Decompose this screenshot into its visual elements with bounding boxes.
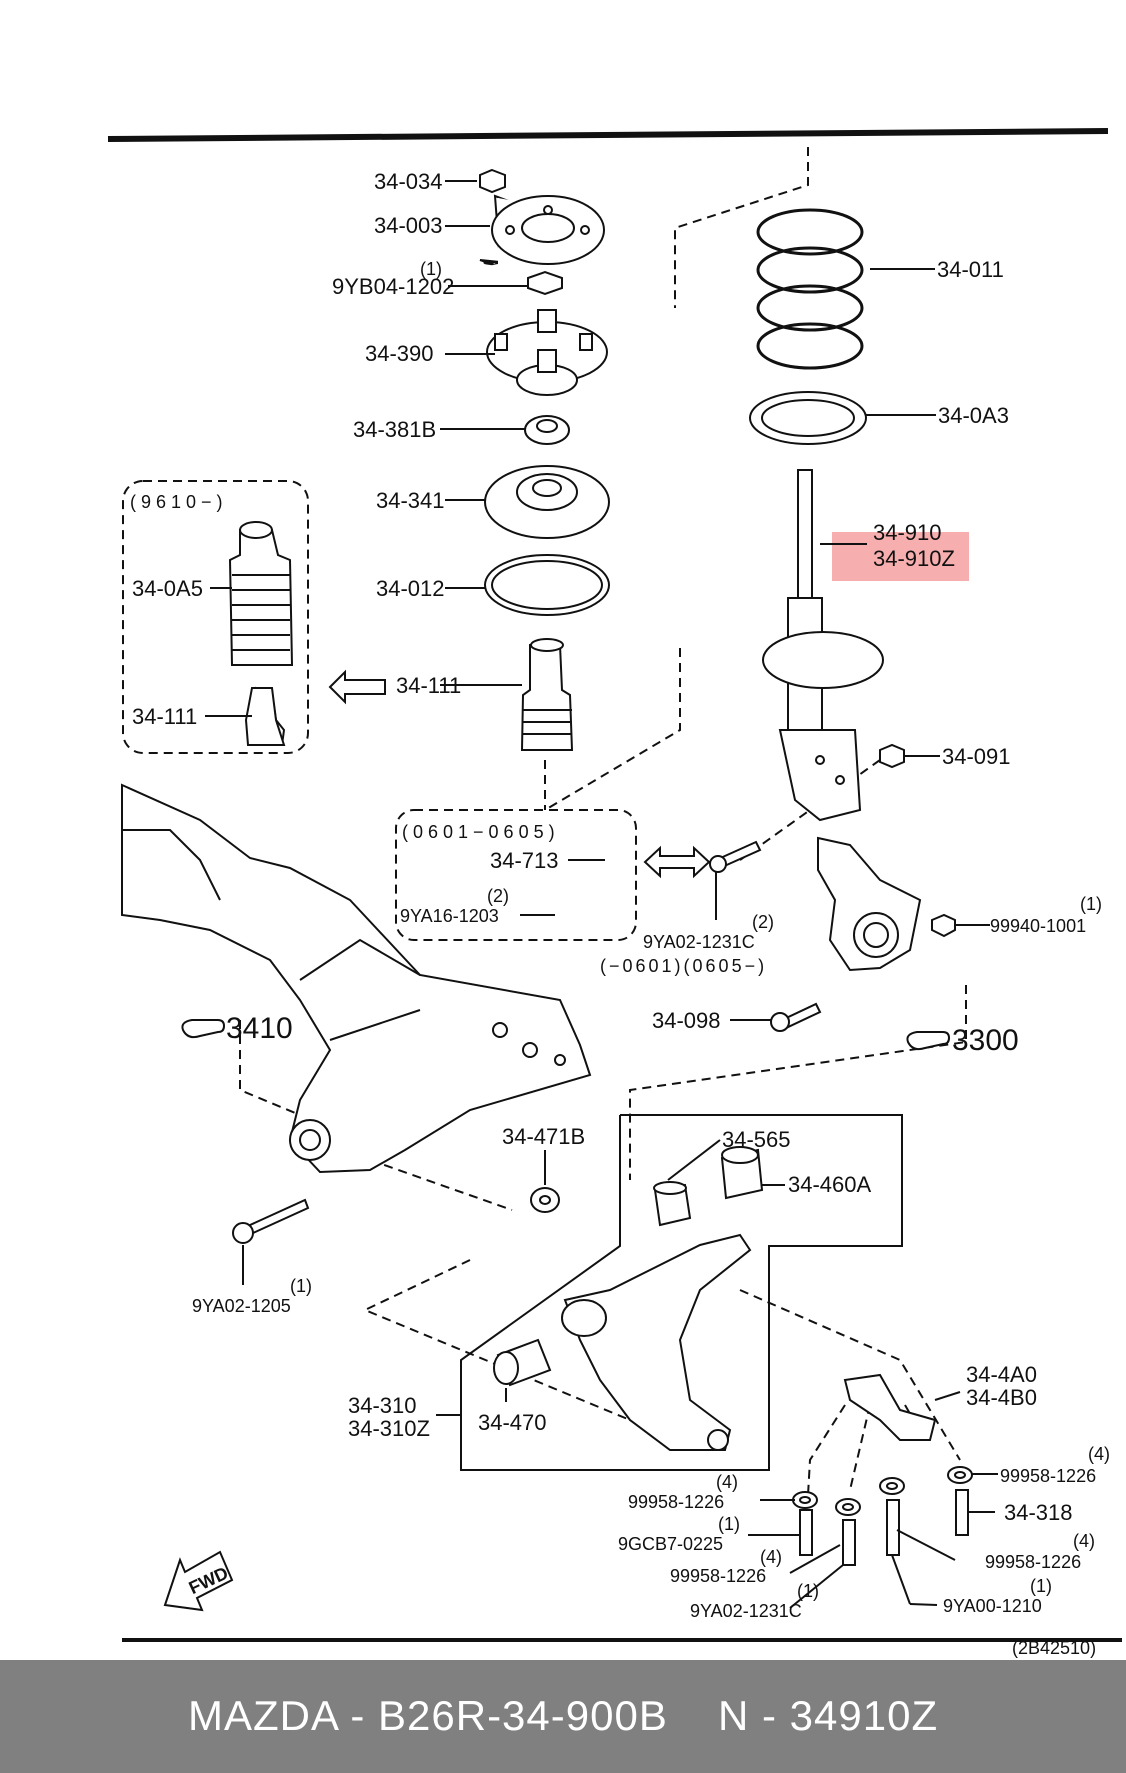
label-34-910: 34-910 (873, 520, 942, 545)
label-34-910Z: 34-910Z (873, 546, 955, 571)
label-34-381B: 34-381B (353, 417, 436, 442)
label-34-460A: 34-460A (788, 1172, 872, 1197)
box2-range: (0601−0605) (402, 822, 560, 842)
label-34-098: 34-098 (652, 1008, 721, 1033)
bracket-34-4A0 (843, 1373, 937, 1441)
label-9YA02-1205: 9YA02-1205 (192, 1296, 291, 1316)
crossmember (121, 783, 592, 1174)
suspension-parts-diagram: 34-034 34-003 (1) 9YB04-1202 34-390 34-3… (107, 128, 1122, 1658)
label-9GCB7-0225: 9GCB7-0225 (618, 1534, 723, 1554)
svg-text:(1): (1) (290, 1276, 312, 1296)
coil-spring-34-011 (756, 208, 864, 370)
label-99958-1226-r1: 99958-1226 (1000, 1466, 1096, 1486)
label-34-4B0: 34-4B0 (966, 1385, 1037, 1410)
label-9YA00-1210: 9YA00-1210 (943, 1596, 1042, 1616)
label-99958-1226-r2: 99958-1226 (985, 1552, 1081, 1572)
svg-text:(1): (1) (1080, 894, 1102, 914)
label-34-4A0: 34-4A0 (966, 1362, 1037, 1387)
label-34-012: 34-012 (376, 576, 445, 601)
strut-34-910 (762, 469, 884, 822)
label-34-310: 34-310 (348, 1393, 417, 1418)
label-34-003: 34-003 (374, 213, 443, 238)
label-34-565: 34-565 (722, 1127, 791, 1152)
label-34-713: 34-713 (490, 848, 559, 873)
double-hatched-arrow-icon (643, 845, 711, 879)
lower-arm-34-310 (563, 1233, 752, 1451)
pointing-hand-icon (906, 1031, 951, 1051)
label-9YA02-1231C-top: 9YA02-1231C (643, 932, 755, 952)
label-9YA16-1203: 9YA16-1203 (400, 906, 499, 926)
label-34-011: 34-011 (937, 257, 1004, 282)
label-34-0A5: 34-0A5 (132, 576, 203, 601)
nut-34-034 (479, 168, 506, 194)
label-34-341: 34-341 (376, 488, 445, 513)
highlight-34-910 (832, 532, 969, 581)
bolt-9YA02-1205 (248, 1198, 310, 1235)
footer-bar: MAZDA - B26R-34-900B N - 34910Z (0, 1660, 1126, 1773)
top-border-line (107, 128, 1109, 142)
label-99940-1001: 99940-1001 (990, 916, 1086, 936)
lower-arm-boundary (460, 1114, 903, 1471)
footer-n-number: N - 34910Z (718, 1692, 939, 1739)
label-9YB04-1202: 9YB04-1202 (332, 274, 454, 299)
svg-text:(1): (1) (718, 1514, 740, 1534)
bumpstop-34-111 (520, 644, 574, 751)
label-34-034: 34-034 (374, 169, 443, 194)
label-34-471B: 34-471B (502, 1124, 585, 1149)
svg-text:(2): (2) (752, 912, 774, 932)
fwd-arrow-icon (163, 1550, 234, 1612)
label-34-111-center: 34-111 (396, 673, 461, 698)
svg-text:(4): (4) (760, 1547, 782, 1567)
ref-3410[interactable]: 3410 (226, 1012, 293, 1045)
boot-34-0A5 (228, 529, 294, 666)
label-99958-1226-l1: 99958-1226 (628, 1492, 724, 1512)
label-34-111-box: 34-111 (132, 704, 197, 729)
label-99958-1226-l2: 99958-1226 (670, 1566, 766, 1586)
label-34-390: 34-390 (365, 341, 434, 366)
label-34-0A3: 34-0A3 (938, 403, 1009, 428)
range-note: (−0601)(0605−) (600, 956, 767, 976)
svg-text:(4): (4) (716, 1472, 738, 1492)
svg-text:(1): (1) (1030, 1576, 1052, 1596)
svg-text:(1): (1) (420, 259, 442, 279)
svg-text:(2): (2) (487, 886, 509, 906)
footer-part-number: MAZDA - B26R-34-900B (188, 1692, 668, 1739)
svg-text:(4): (4) (1073, 1531, 1095, 1551)
svg-text:(1): (1) (797, 1581, 819, 1601)
label-34-091: 34-091 (942, 744, 1011, 769)
diagram-code: (2B42510) (1012, 1638, 1096, 1658)
hatched-arrow-icon (328, 669, 386, 705)
label-34-310Z: 34-310Z (348, 1416, 430, 1441)
box-0601-0605-group (395, 809, 637, 941)
svg-text:(4): (4) (1088, 1444, 1110, 1464)
label-34-318: 34-318 (1004, 1500, 1073, 1525)
pointing-hand-icon (181, 1019, 226, 1039)
label-9YA02-1231C-bot: 9YA02-1231C (690, 1601, 802, 1621)
label-34-470: 34-470 (478, 1410, 547, 1435)
box1-range: (9610−) (130, 492, 228, 512)
box-9610-group (122, 480, 309, 754)
ref-3300[interactable]: 3300 (952, 1024, 1019, 1057)
